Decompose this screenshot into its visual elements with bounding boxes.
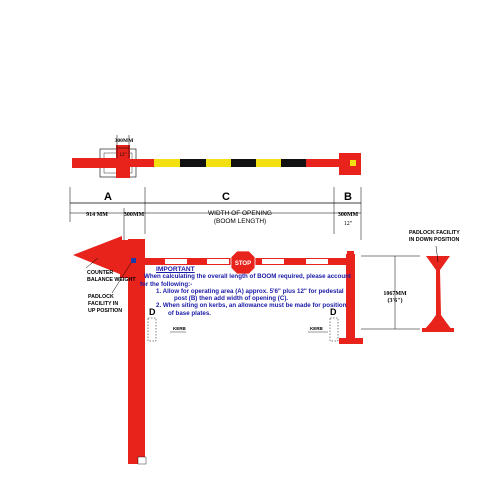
dim-height-in: (3'6") — [388, 297, 403, 304]
kerb-left-outline — [147, 317, 157, 342]
plan-receiver-reflector — [350, 160, 356, 166]
dim-opening-line2: (BOOM LENGTH) — [214, 218, 266, 225]
note-heading: IMPORTANT — [156, 266, 195, 273]
plan-depth-in: 12" — [119, 153, 126, 158]
boom-white-band-1 — [165, 259, 187, 264]
dim-a-mm: 914 MM — [86, 212, 108, 218]
dim-b-mm: 300MM — [338, 212, 359, 218]
section-d-right: D — [330, 307, 337, 317]
plan-boom-black-1 — [180, 159, 206, 167]
dim-height-mm: 1067MM — [383, 291, 407, 297]
boom-white-band-3 — [262, 259, 284, 264]
padlock-down-base — [422, 328, 454, 332]
dim-opening-line1: WIDTH OF OPENING — [208, 210, 272, 217]
dim-b-in: 12" — [344, 221, 353, 227]
section-b-label: B — [344, 191, 352, 203]
padlock-down-stand — [424, 256, 452, 330]
padlock-up-label-2: FACILITY IN — [88, 301, 118, 307]
boom-white-band-2 — [207, 259, 229, 264]
main-pedestal-post — [128, 239, 145, 464]
padlock-up-label-1: PADLOCK — [88, 294, 114, 300]
kerb-right-outline — [329, 317, 339, 342]
kerb-left-label: KERB — [173, 326, 187, 331]
plan-boom-red-1 — [130, 159, 154, 167]
padlock-down-label-1: PADLOCK FACILITY — [409, 230, 460, 236]
stop-sign-text: STOP — [235, 261, 251, 267]
kerb-right-label: KERB — [310, 326, 324, 331]
stop-sign — [230, 250, 256, 275]
note-line-4: post (B) then add width of opening (C). — [174, 295, 289, 303]
note-line-1: When calculating the overall length of B… — [144, 273, 351, 281]
boom-white-band-4 — [306, 259, 328, 264]
note-line-2: for the following:- — [140, 280, 193, 288]
plan-counterweight-arm — [72, 158, 117, 168]
plan-view: 300MM 12" — [72, 135, 361, 178]
receiver-cap — [347, 251, 354, 256]
note-line-3: 1. Allow for operating area (A) approx. … — [156, 287, 344, 295]
padlock-down-label-2: IN DOWN POSITION — [409, 237, 459, 243]
section-a-label: A — [104, 191, 112, 203]
section-c-label: C — [222, 191, 230, 203]
padlock-up-marker — [131, 258, 136, 263]
counter-weight-label-1: COUNTER — [87, 270, 113, 276]
note-line-5: 2. When siting on kerbs, an allowance mu… — [156, 302, 347, 310]
section-headers: A C B — [69, 187, 362, 240]
section-d-left: D — [149, 307, 156, 317]
plan-boom-black-3 — [281, 159, 306, 167]
elevation-view: STOP 1067MM (3'6") D KERB D KERB — [73, 236, 454, 465]
plan-pedestal — [116, 145, 130, 178]
counterweight-plate — [120, 240, 128, 278]
plan-depth-mm: 300MM — [115, 138, 134, 144]
plan-boom-red-2 — [306, 159, 342, 167]
dim-post-mm: 300MM — [124, 212, 145, 218]
receiver-base — [339, 338, 363, 344]
post-base-plate — [137, 456, 147, 465]
note-line-6: of base plates. — [168, 309, 211, 317]
padlock-up-label-3: UP POSITION — [88, 308, 122, 314]
plan-boom-yellow-1 — [154, 159, 180, 167]
plan-boom-yellow-2 — [206, 159, 231, 167]
receiver-post — [346, 254, 355, 344]
dimension-lines: 914 MM 300MM WIDTH OF OPENING (BOOM LENG… — [70, 208, 361, 240]
plan-boom-black-2 — [231, 159, 256, 167]
callouts: COUNTER BALANCE WEIGHT PADLOCK FACILITY … — [85, 230, 460, 314]
plan-boom-yellow-3 — [256, 159, 281, 167]
important-note: IMPORTANT When calculating the overall l… — [140, 266, 352, 317]
counterweight — [73, 236, 122, 275]
counter-weight-label-2: BALANCE WEIGHT — [87, 277, 136, 283]
